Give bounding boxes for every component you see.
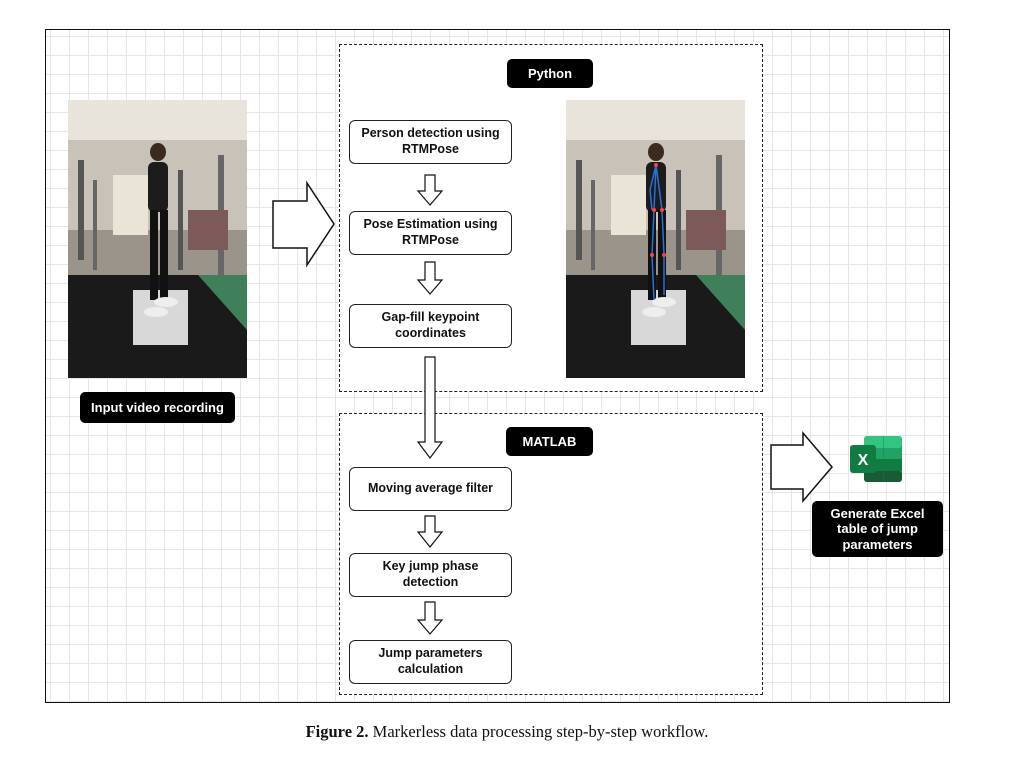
down-arrow-2 <box>416 261 444 295</box>
output-video-frame <box>566 100 745 378</box>
excel-icon: X <box>848 434 904 484</box>
step-line: calculation <box>397 662 464 676</box>
step-gap-fill: Gap-fill keypoint coordinates <box>349 304 512 348</box>
python-badge: Python <box>507 59 593 88</box>
caption-text: Markerless data processing step-by-step … <box>372 722 709 741</box>
down-arrow-5 <box>416 601 444 635</box>
excel-output-badge: Generate Excel table of jump parameters <box>812 501 943 557</box>
down-arrow-4 <box>416 515 444 548</box>
output-line-3: parameters <box>842 536 913 552</box>
excel-letter: X <box>858 452 869 469</box>
step-line: Pose Estimation using <box>363 217 498 232</box>
step-line: detection <box>402 575 459 589</box>
step-person-detection: Person detection using RTMPose <box>349 120 512 164</box>
figure-caption: Figure 2. Markerless data processing ste… <box>0 722 1014 742</box>
input-video-frame <box>68 100 247 378</box>
output-line-1: Generate Excel <box>830 505 925 521</box>
output-line-2: table of jump <box>837 521 918 537</box>
step-line: RTMPose <box>402 142 459 156</box>
step-line: coordinates <box>395 326 466 340</box>
input-video-badge: Input video recording <box>80 392 235 423</box>
step-line: Key jump phase <box>382 559 479 574</box>
step-key-jump-phase: Key jump phase detection <box>349 553 512 597</box>
matlab-badge: MATLAB <box>506 427 593 456</box>
step-pose-estimation: Pose Estimation using RTMPose <box>349 211 512 255</box>
step-line: Jump parameters <box>378 646 483 661</box>
down-arrow-1 <box>416 174 444 206</box>
step-line: Person detection using <box>361 126 500 141</box>
step-line: RTMPose <box>402 233 459 247</box>
step-moving-average: Moving average filter <box>349 467 512 511</box>
caption-prefix: Figure 2. <box>305 722 369 741</box>
python-to-matlab-arrow <box>416 356 444 459</box>
step-line: Moving average filter <box>367 481 494 496</box>
input-to-python-arrow <box>272 180 335 268</box>
matlab-to-output-arrow <box>770 430 833 504</box>
step-jump-parameters: Jump parameters calculation <box>349 640 512 684</box>
step-line: Gap-fill keypoint <box>381 310 480 325</box>
